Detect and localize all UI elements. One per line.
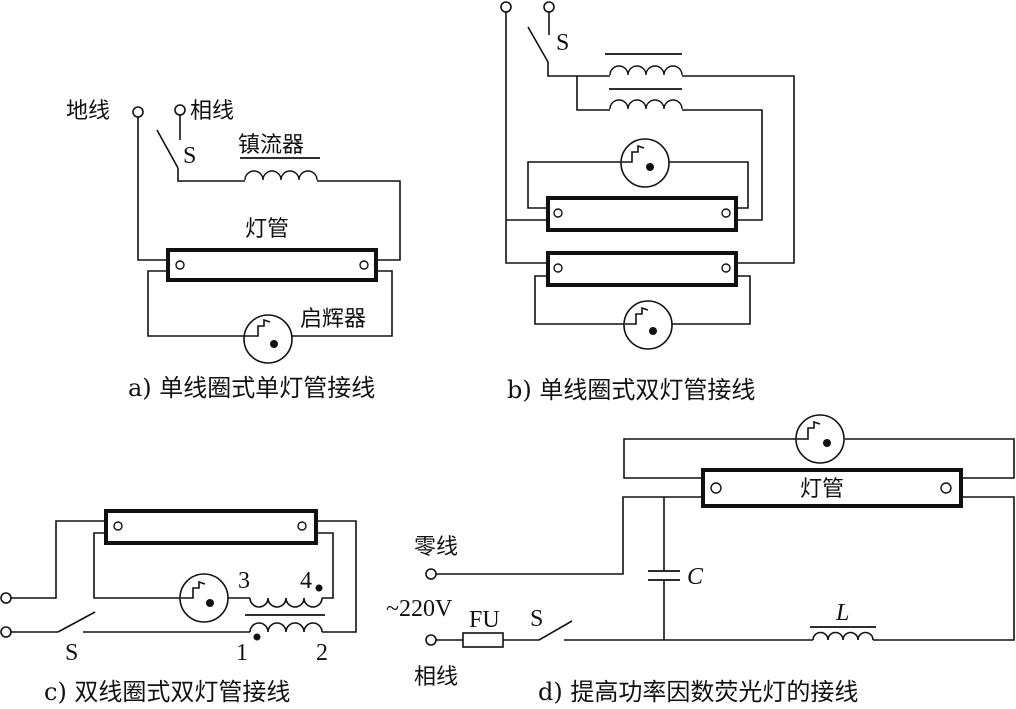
starter-b-lower: [623, 300, 673, 350]
switch-s: [156, 129, 179, 169]
pin-2-label: 2: [316, 640, 328, 666]
fuse-label: FU: [469, 607, 500, 633]
phase-terminal-d: [425, 634, 437, 646]
ground-terminal: [132, 106, 144, 118]
panel-d: 灯管 零线 ~220V FU S C L 相线 d) 提高功率因数荧光灯的接线: [386, 414, 1015, 706]
panel-c: 3 4 1 2 S c) 双线圈式双灯管接线: [0, 509, 357, 706]
tube-d-label: 灯管: [800, 477, 844, 502]
switch-c: [57, 611, 96, 633]
terminal-b-right: [543, 1, 555, 13]
starter-b-upper: [620, 138, 670, 188]
switch-label: S: [183, 143, 196, 169]
pin-3-label: 3: [238, 568, 250, 594]
panel-a: 地线 相线 S 镇流器 灯管 启辉器 a) 单线圈式单灯管接线: [66, 99, 401, 402]
caption-d: d) 提高功率因数荧光灯的接线: [538, 678, 858, 706]
panel-b: S b) 单线圈式双灯管接线: [500, 1, 795, 404]
tube-b-upper: [546, 196, 738, 232]
voltage-label: ~220V: [386, 596, 453, 622]
tube-c: [104, 509, 318, 545]
terminal-c-lower: [0, 626, 12, 638]
phase-d-label: 相线: [414, 665, 458, 690]
neutral-label: 零线: [414, 535, 458, 560]
phase-label: 相线: [190, 99, 234, 124]
tube-label: 灯管: [245, 217, 289, 242]
phase-terminal: [174, 104, 186, 116]
switch-b-label: S: [556, 30, 569, 56]
ballast-label: 镇流器: [238, 133, 304, 158]
neutral-terminal: [425, 568, 437, 580]
ground-label: 地线: [66, 99, 110, 124]
fuse: [462, 632, 504, 648]
starter-a: [243, 314, 293, 364]
terminal-b-left: [500, 1, 512, 13]
tube-d: [701, 468, 963, 508]
switch-b: [527, 26, 549, 63]
capacitor-label: C: [687, 564, 704, 590]
pin-1-label: 1: [236, 640, 248, 666]
switch-c-label: S: [65, 640, 78, 666]
ground-wire: [137, 117, 170, 261]
switch-d: [538, 620, 573, 641]
tube-a: [166, 248, 378, 282]
caption-c: c) 双线圈式双灯管接线: [44, 678, 290, 706]
caption-a: a) 单线圈式单灯管接线: [128, 374, 375, 402]
starter-c: [179, 573, 229, 623]
starter-d: [795, 414, 845, 464]
pin-4-label: 4: [300, 568, 312, 594]
tube-b-lower: [546, 251, 738, 287]
terminal-c-upper: [0, 592, 12, 604]
switch-d-label: S: [530, 606, 543, 632]
caption-b: b) 单线圈式双灯管接线: [507, 376, 755, 404]
starter-label: 启辉器: [300, 307, 366, 332]
inductor-label: L: [835, 600, 849, 626]
